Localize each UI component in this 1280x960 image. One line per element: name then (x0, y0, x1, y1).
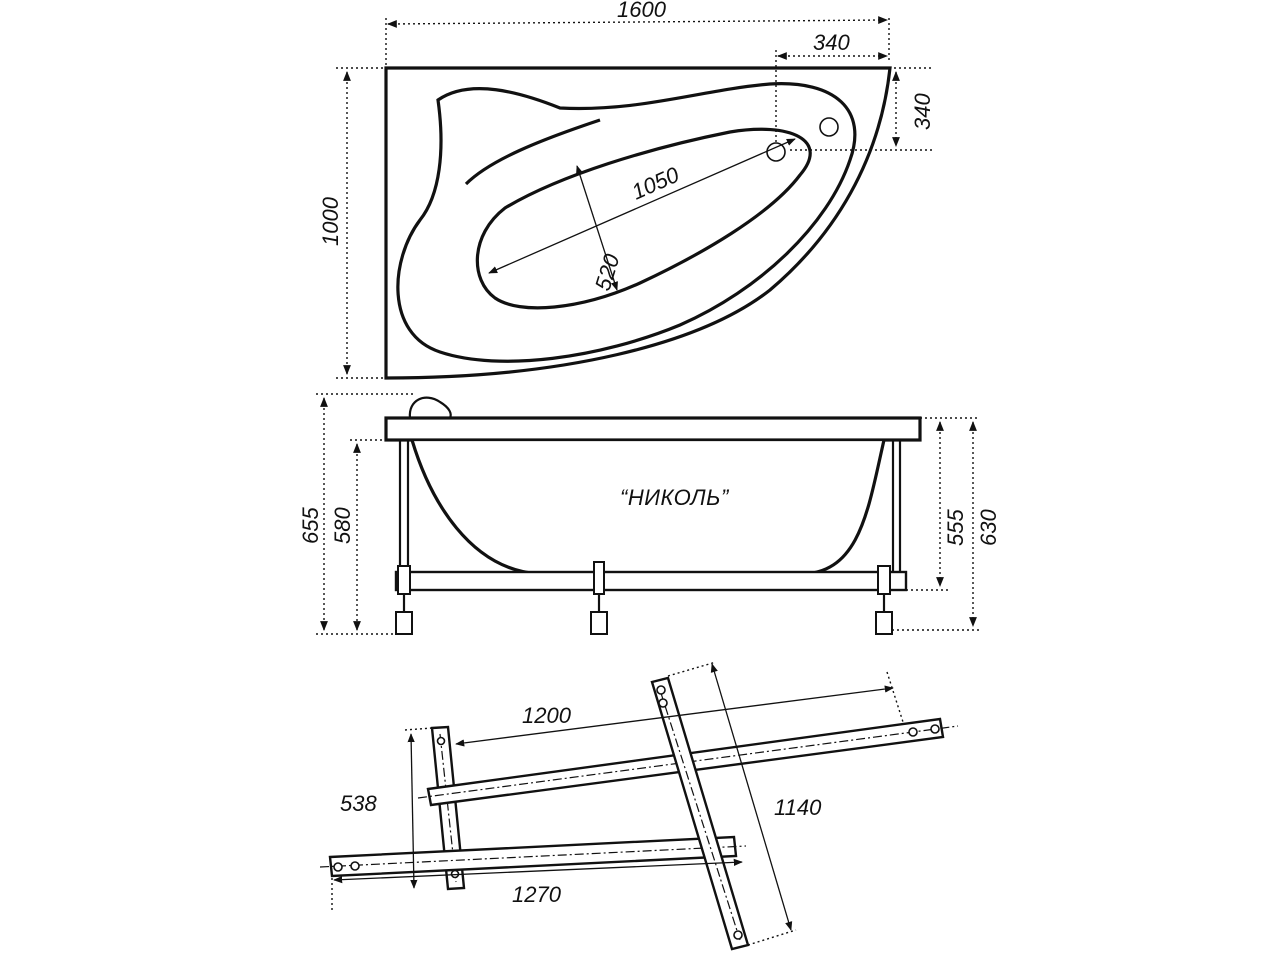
short-bar-label: 538 (340, 791, 377, 816)
frame-base-bar (394, 570, 908, 592)
top-view: 1050 520 1600 340 340 1000 (318, 0, 935, 380)
basin-length-dim-line (488, 138, 796, 274)
total-height-right-label: 630 (976, 509, 1001, 546)
basin-length-label: 1050 (628, 162, 684, 205)
adjustable-foot-left (395, 565, 413, 635)
basin-width-dim-line (576, 165, 618, 291)
basin-width-label: 520 (590, 250, 625, 293)
frame-short-bar (430, 725, 466, 891)
drain-hole-icon (766, 142, 786, 162)
tub-rim-contour (396, 82, 857, 363)
adjustable-foot-right (875, 565, 893, 635)
total-height-left-label: 655 (298, 507, 323, 544)
long-bar-bottom-label: 1270 (512, 882, 562, 907)
frame-diagonal-bar (650, 676, 750, 951)
tub-headrest (408, 396, 452, 420)
overall-width-label: 1600 (617, 0, 667, 22)
diagonal-bar-dim-line (710, 663, 793, 931)
long-bar-bottom-dim-line (333, 858, 743, 884)
diagonal-bar-label: 1140 (774, 795, 822, 820)
side-view: “НИКОЛЬ” 655 580 555 630 (298, 393, 1001, 635)
tub-basin-contour (475, 127, 812, 310)
frame-height-left-label: 580 (330, 507, 355, 544)
short-bar-dim-line (407, 733, 418, 889)
frame-view: 1200 1270 1140 538 (319, 661, 959, 951)
model-name-label: “НИКОЛЬ” (620, 485, 730, 510)
frame-height-right-label: 555 (943, 509, 968, 546)
overall-width-dim-line (387, 16, 888, 28)
long-bar-top-label: 1200 (522, 703, 572, 728)
drain-offset-y-label: 340 (910, 93, 935, 130)
drain-offset-x-label: 340 (813, 30, 850, 55)
adjustable-foot-center (590, 561, 608, 635)
tub-rim-side (384, 416, 922, 442)
overall-depth-label: 1000 (318, 196, 343, 246)
long-bar-top-dim-line (455, 685, 894, 747)
frame-long-bar-bottom (319, 835, 747, 878)
overflow-hole-icon (819, 117, 839, 137)
